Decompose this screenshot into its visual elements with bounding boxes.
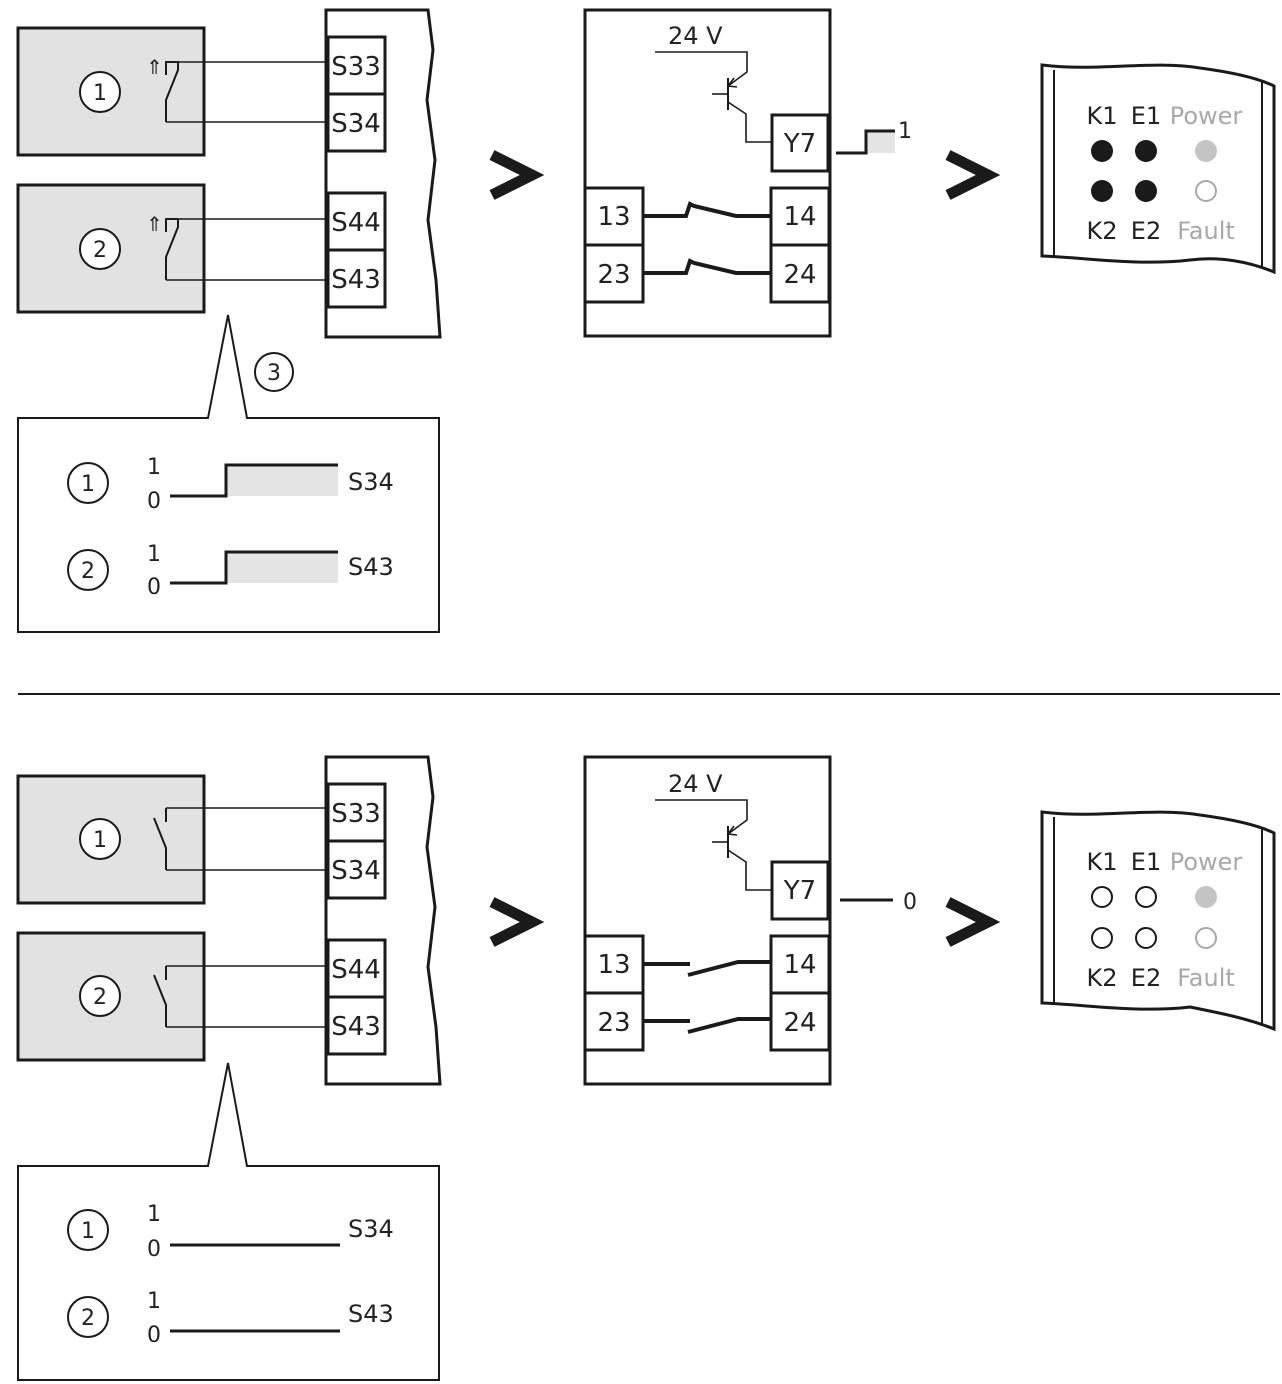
terminal-s44: S44 [331, 955, 381, 985]
timing-callout: 3 1 1 0 S34 2 1 0 S43 [17, 314, 440, 633]
chevron-right-icon [945, 150, 1001, 200]
terminal-s34: S34 [331, 109, 381, 139]
contact-13-14-open [643, 960, 771, 977]
chevron-right-icon [489, 150, 545, 200]
contact-23-24-open [643, 1017, 771, 1034]
led-e2 [1135, 927, 1157, 949]
timing-2-signal: S43 [348, 1300, 394, 1328]
led-k2 [1091, 927, 1113, 949]
led-panel: K1 E1 Power K2 E2 Fault [1040, 63, 1276, 275]
led-k2 [1091, 180, 1113, 202]
output-signal: 1 [836, 119, 912, 155]
output-y7: Y7 [783, 876, 816, 906]
led-k1 [1091, 886, 1113, 908]
panel-inactive: 1 2 S33 S34 S44 S43 [16, 755, 1276, 1381]
led-label-e2: E2 [1131, 217, 1161, 245]
timing-1-high: 1 [147, 1202, 161, 1227]
led-fault [1195, 927, 1217, 949]
switch-1: 1 [16, 774, 206, 905]
timing-callout: 1 1 0 S34 2 1 0 S43 [17, 1062, 440, 1381]
led-label-k2: K2 [1086, 964, 1117, 992]
timing-2-low: 0 [147, 1323, 161, 1348]
led-label-fault: Fault [1177, 217, 1235, 245]
supply-voltage: 24 V [668, 770, 723, 798]
led-k1 [1091, 140, 1113, 162]
timing-2-trace [170, 550, 338, 585]
timing-2-high: 1 [147, 1289, 161, 1314]
contact-24: 24 [783, 260, 816, 290]
terminal-s43: S43 [331, 1012, 381, 1042]
actuate-arrow-icon: ⇑ [146, 55, 163, 79]
timing-1-id: 1 [81, 472, 95, 497]
terminal-s33: S33 [331, 52, 381, 82]
timing-1-high: 1 [147, 455, 161, 480]
terminal-s34: S34 [331, 856, 381, 886]
led-label-power: Power [1170, 102, 1243, 130]
terminal-s43: S43 [331, 265, 381, 295]
timing-2-signal: S43 [348, 553, 394, 581]
led-fault [1195, 180, 1217, 202]
switch-1-number: 1 [93, 81, 107, 106]
relay-module: 24 V Y7 13 14 23 24 [583, 755, 832, 1086]
terminal-block: S33 S34 S44 S43 [324, 755, 442, 1086]
contact-13-14-closed [643, 201, 771, 218]
timing-1-signal: S34 [348, 468, 394, 496]
led-panel: K1 E1 Power K2 E2 Fault [1040, 810, 1276, 1032]
contact-14: 14 [783, 202, 816, 232]
led-label-e1: E1 [1131, 848, 1161, 876]
supply-voltage: 24 V [668, 22, 723, 50]
led-label-fault: Fault [1177, 964, 1235, 992]
switch-2-number: 2 [93, 985, 107, 1010]
relay-module: 24 V Y7 13 14 23 24 [583, 8, 832, 338]
timing-1-id: 1 [81, 1219, 95, 1244]
terminal-block: S33 S34 S44 S43 [324, 8, 442, 339]
timing-1-low: 0 [147, 489, 161, 514]
terminal-s33: S33 [331, 799, 381, 829]
led-label-k2: K2 [1086, 217, 1117, 245]
panel-active: 1 ⇑ 2 ⇑ S33 S34 S44 [16, 8, 1276, 633]
contact-23: 23 [597, 260, 630, 290]
led-label-e1: E1 [1131, 102, 1161, 130]
chevron-right-icon [945, 897, 1001, 947]
switch-2: 2 [16, 931, 206, 1062]
callout-number: 3 [267, 361, 281, 386]
led-e1 [1135, 140, 1157, 162]
switch-1: 1 ⇑ [16, 26, 206, 157]
switch-2: 2 ⇑ [16, 183, 206, 314]
output-signal: 0 [840, 890, 917, 915]
output-value: 1 [898, 119, 912, 144]
timing-2-high: 1 [147, 542, 161, 567]
output-value: 0 [903, 890, 917, 915]
contact-13: 13 [597, 202, 630, 232]
led-label-power: Power [1170, 848, 1243, 876]
switch-2-number: 2 [93, 238, 107, 263]
led-e1 [1135, 886, 1157, 908]
timing-2-id: 2 [81, 559, 95, 584]
contact-13: 13 [597, 950, 630, 980]
contact-23: 23 [597, 1008, 630, 1038]
contact-14: 14 [783, 950, 816, 980]
switch-1-number: 1 [93, 828, 107, 853]
led-power [1195, 140, 1217, 162]
led-label-k1: K1 [1086, 848, 1117, 876]
timing-2-low: 0 [147, 575, 161, 600]
timing-1-trace [170, 463, 338, 498]
actuate-arrow-icon: ⇑ [146, 212, 163, 236]
contact-23-24-closed [643, 258, 771, 275]
led-label-e2: E2 [1131, 964, 1161, 992]
timing-1-low: 0 [147, 1237, 161, 1262]
led-power [1195, 886, 1217, 908]
wiring [166, 807, 328, 1028]
led-e2 [1135, 180, 1157, 202]
timing-2-id: 2 [81, 1306, 95, 1331]
contact-24: 24 [783, 1008, 816, 1038]
led-label-k1: K1 [1086, 102, 1117, 130]
terminal-s44: S44 [331, 208, 381, 238]
chevron-right-icon [489, 897, 545, 947]
timing-1-signal: S34 [348, 1215, 394, 1243]
output-y7: Y7 [783, 129, 816, 159]
wiring [166, 61, 328, 281]
